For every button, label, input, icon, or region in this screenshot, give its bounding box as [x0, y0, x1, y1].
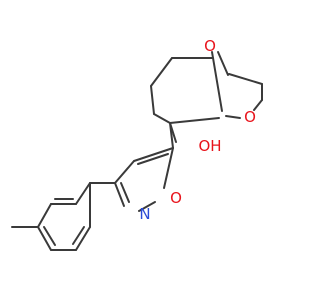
bond-n-o: [138, 201, 156, 212]
bond-oring-c1: [225, 115, 241, 119]
bridge-oxygen-label: O: [204, 37, 216, 55]
bond-c5-obridge: [217, 51, 229, 76]
bicyclic-core: [150, 51, 263, 149]
aryl-bond-1: [75, 182, 91, 205]
bond-c3i-n: [114, 182, 125, 207]
isoxazole-nitrogen-label: N: [139, 205, 150, 223]
aryl-bond-4: [37, 226, 52, 251]
atom-labels: O O OH O N: [139, 37, 256, 223]
bond-c7-c6: [150, 85, 155, 115]
bond-c3-oring: [253, 99, 263, 111]
aryl-bond-6: [75, 226, 91, 251]
bond-c5-c4: [228, 73, 263, 85]
isoxazole-ring: [114, 147, 174, 212]
aryl-bond-6-double: [72, 226, 85, 245]
bond-c2-isoxazole: [169, 122, 174, 149]
bond-c6-c2: [153, 113, 171, 124]
isoxazole-oxygen-label: O: [170, 189, 182, 207]
chemical-structure-drawing: O O OH O N: [11, 37, 263, 251]
structure-canvas: O O OH O N: [11, 37, 263, 251]
bond-c2-c1: [169, 117, 220, 124]
bond-c4i-c3i: [114, 160, 135, 184]
bond-o-c5i: [163, 147, 174, 189]
hydroxyl-label: OH: [198, 137, 221, 155]
bond-obridge-c1: [211, 51, 223, 112]
bond-c3i-n-double: [120, 182, 130, 203]
aryl-bond-3: [37, 203, 52, 228]
aryl-bond-4-double: [43, 226, 56, 246]
tolyl-ring: [11, 182, 116, 251]
bond-c5i-c4i-double: [137, 153, 169, 165]
ring-oxygen-label: O: [244, 108, 256, 126]
bond-c8-c5-lower: [150, 57, 173, 87]
bond-c5i-c4i: [133, 147, 174, 162]
